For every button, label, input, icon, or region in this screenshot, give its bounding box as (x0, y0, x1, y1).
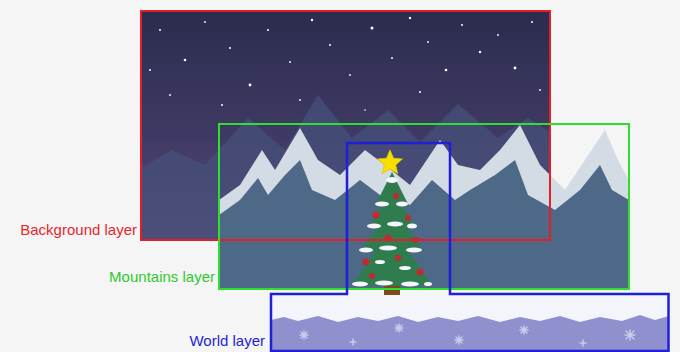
mountains (219, 125, 629, 289)
layer-label: Background layer (20, 221, 137, 239)
layer-outline (271, 143, 669, 351)
layer-frame: Mountains layer (218, 123, 630, 290)
layer-label: Mountains layer (109, 268, 215, 286)
layer-frame: Background layer (140, 10, 551, 241)
layer-label: World layer (189, 332, 265, 350)
layer-outline (270, 142, 670, 352)
ground (271, 294, 669, 352)
christmas-tree (352, 150, 432, 298)
layer-frame: World layer (270, 142, 670, 352)
